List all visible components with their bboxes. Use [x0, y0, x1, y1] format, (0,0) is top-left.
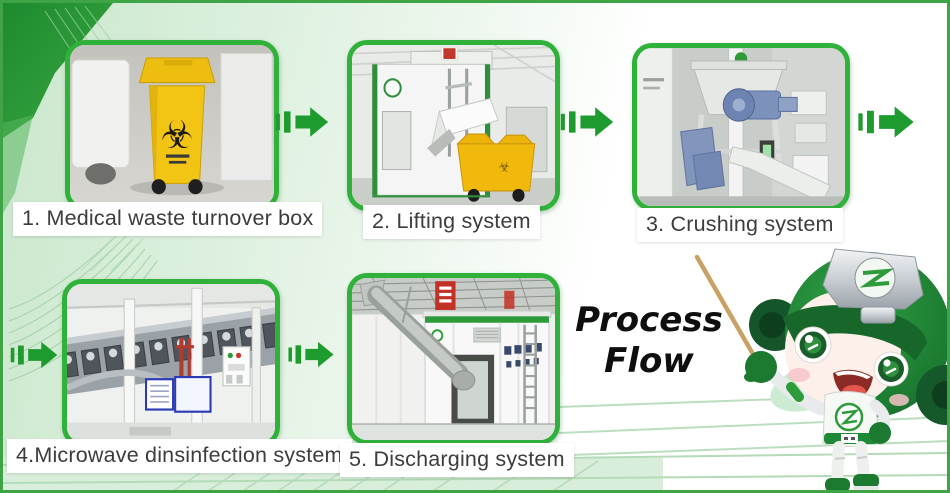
microwave-disinfection-system-photo: [67, 284, 275, 442]
mascot-boot-right: [853, 474, 879, 488]
mascot-ear-right: [916, 365, 947, 425]
step-label-5: 5. Discharging system: [340, 443, 574, 477]
medical-waste-turnover-box-photo: ☣: [70, 45, 274, 206]
flow-arrow-4: [6, 339, 62, 371]
crushing-system-photo: [637, 48, 845, 206]
step-panel-5: [347, 273, 560, 445]
mascot-eye-right: [873, 351, 909, 387]
lifting-system-photo: ☣: [352, 45, 555, 206]
mascot-crest-logo: [859, 268, 895, 288]
flow-arrow-3: [854, 103, 918, 141]
step-panel-3: [632, 43, 850, 211]
flow-arrow-1: [271, 104, 333, 140]
step-label-2: 2. Lifting system: [363, 205, 540, 239]
step-panel-2: ☣: [347, 40, 560, 211]
process-flow-title-line1: Process: [575, 300, 723, 340]
discharging-system-photo: [352, 278, 555, 440]
biohazard-icon: ☣: [161, 113, 194, 156]
mascot-eye-left: [794, 326, 832, 364]
process-flow-title: Process Flow: [559, 300, 739, 382]
step-panel-4: [62, 279, 280, 447]
step-panel-1: ☣: [65, 40, 279, 211]
step-label-1: 1. Medical waste turnover box: [13, 202, 323, 236]
process-flow-title-line2: Flow: [604, 340, 694, 381]
svg-text:☣: ☣: [498, 159, 510, 174]
flow-arrow-2: [556, 104, 618, 140]
mascot-boot-left: [825, 478, 850, 490]
green-robot-mascot: [694, 248, 947, 490]
step-label-3: 3. Crushing system: [637, 208, 843, 242]
flow-arrow-5: [284, 339, 338, 370]
step-label-4: 4.Microwave dinsinfection system: [7, 439, 352, 473]
mascot-glove-right: [869, 422, 891, 444]
